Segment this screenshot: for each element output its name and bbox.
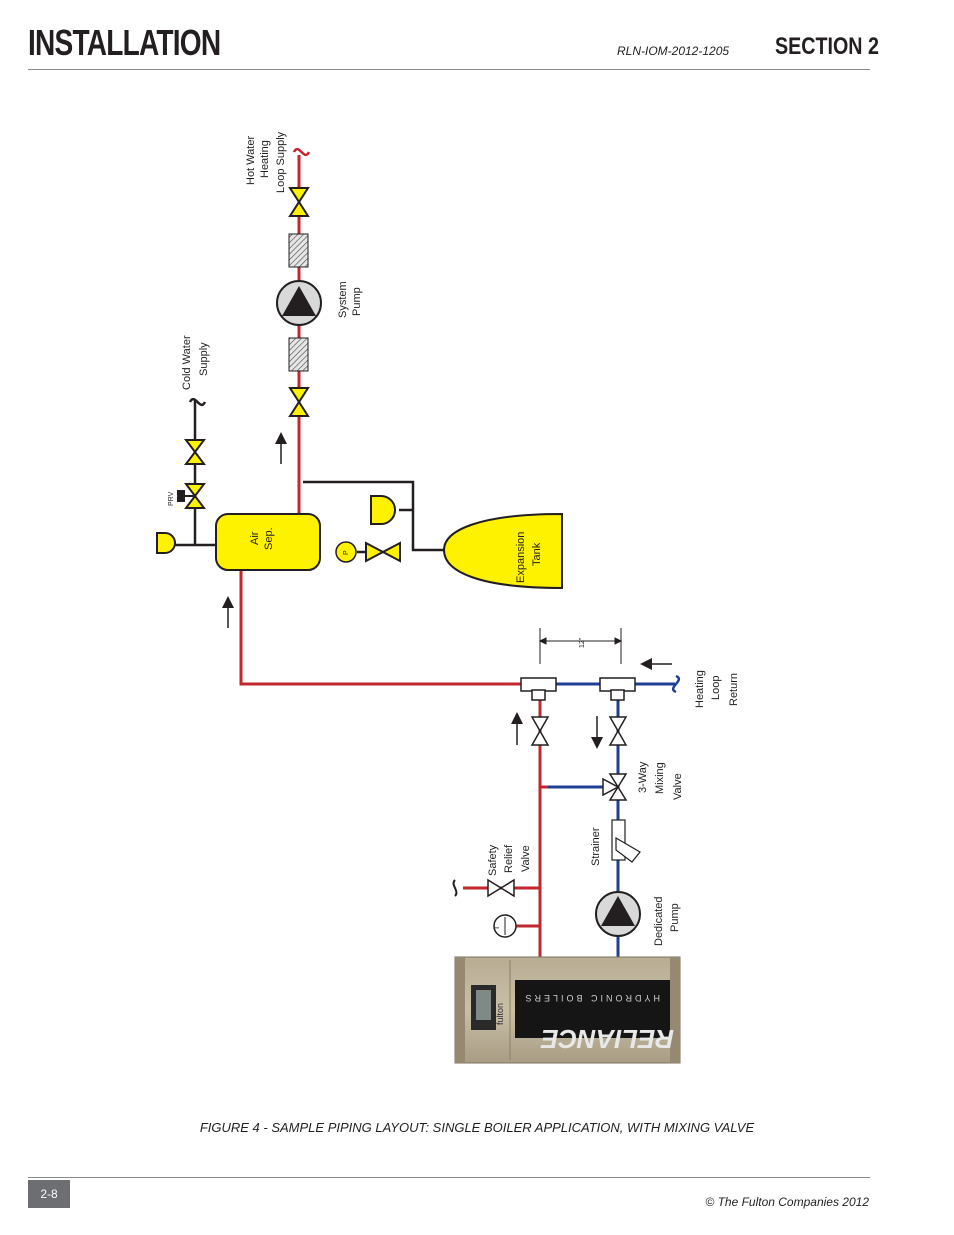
safety-relief-line3: Valve [520, 845, 532, 872]
safety-relief-line2: Relief [503, 844, 515, 873]
expansion-tank-line2: Tank [531, 542, 543, 566]
boiler-sub: HYDRONIC BOILERS [522, 993, 660, 1003]
dimension-line [538, 628, 623, 664]
section-title: SECTION 2 [775, 33, 879, 60]
cold-water-line1: Cold Water [181, 335, 193, 390]
svg-text:Heating: Heating [259, 140, 271, 178]
pressure-gauge-icon [335, 541, 357, 563]
mixing-valve-line1: 3-Way [637, 761, 649, 793]
boiler-maker: fulton [495, 1003, 505, 1025]
figure-caption: FIGURE 4 - SAMPLE PIPING LAYOUT: SINGLE … [199, 1120, 755, 1135]
system-pump-icon [276, 280, 322, 326]
expansion-tank-line1: Expansion [515, 532, 527, 583]
heating-return-line1: Heating [694, 670, 706, 708]
flex-connector-icon [288, 233, 309, 268]
air-sep-line1: Air [249, 531, 261, 545]
hot-water-line2: Heating [259, 140, 271, 178]
cold-water-piping [175, 400, 444, 554]
dedicated-pump-line2: Pump [669, 903, 681, 932]
dimension-label: 12" [579, 637, 586, 648]
flex-connector-icon [288, 337, 309, 372]
cold-water-line2: Supply [198, 342, 210, 376]
heating-return-line3: Return [728, 673, 740, 706]
air-sep-line2: Sep. [263, 527, 275, 550]
strainer-icon [611, 819, 641, 863]
air-vent-icon [370, 495, 396, 525]
gate-valve-icon [288, 387, 310, 417]
footer-rule [28, 1177, 870, 1178]
isolation-valve-icon [365, 541, 401, 563]
pipe-break-icon [188, 397, 207, 407]
page-title: INSTALLATION [28, 22, 221, 63]
air-vent-icon [156, 532, 176, 554]
three-way-mixing-valve-icon [602, 773, 628, 801]
tee-fitting-icon [599, 677, 636, 701]
dedicated-pump-icon [595, 891, 641, 937]
prv-label: PRV [168, 491, 175, 506]
mixing-valve-line3: Valve [672, 773, 684, 800]
system-pump-line2: Pump [351, 287, 363, 316]
gate-valve-icon [530, 716, 550, 746]
boiler-brand: RELIANCE [540, 1024, 674, 1054]
safety-relief-line1: Safety [487, 844, 499, 876]
thermometer-icon [493, 914, 517, 938]
gate-valve-icon [608, 716, 628, 746]
hot-water-line1: Hot Water [245, 136, 257, 185]
dedicated-pump-line1: Dedicated [653, 896, 665, 946]
pressure-gauge-label: P [343, 550, 350, 555]
safety-relief-valve-icon [487, 878, 515, 898]
prv-icon [177, 483, 206, 509]
tee-fitting-icon [520, 677, 557, 701]
gate-valve-icon [184, 439, 206, 465]
strainer-label: Strainer [590, 827, 602, 866]
pipe-break-icon [671, 674, 681, 694]
svg-text:Loop Supply: Loop Supply [275, 131, 287, 193]
heating-return-line2: Loop [710, 676, 722, 700]
pipe-break-icon [292, 147, 311, 157]
header-rule [28, 69, 870, 70]
air-separator [215, 513, 321, 571]
copyright: © The Fulton Companies 2012 [705, 1195, 869, 1209]
pipe-break-icon [452, 879, 458, 897]
document-number: RLN-IOM-2012-1205 [617, 44, 730, 58]
expansion-tank [442, 512, 563, 590]
mixing-valve-line2: Mixing [654, 762, 666, 794]
gate-valve-icon [288, 187, 310, 217]
hot-water-line3: Loop Supply [275, 131, 287, 193]
svg-text:Hot Water: Hot Water [245, 136, 257, 185]
page-number: 2-8 [28, 1180, 70, 1208]
boiler-unit: RELIANCE HYDRONIC BOILERS fulton [454, 956, 681, 1064]
thermometer-label: T [494, 925, 501, 930]
system-pump-line1: System [337, 281, 349, 318]
